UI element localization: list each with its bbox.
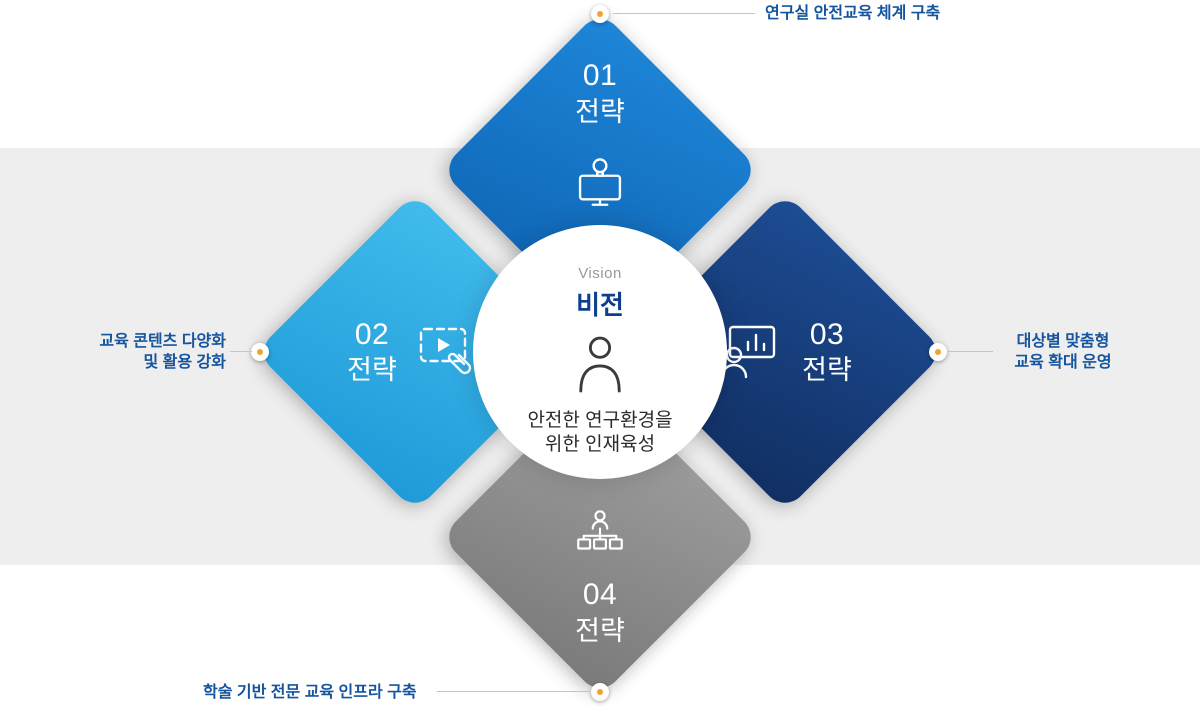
vision-description-line2: 위한 인재육성	[544, 433, 656, 455]
strategy-2-diamond: 02 전략	[255, 192, 575, 512]
strategy-4-callout: 학술 기반 전문 교육 인프라 구축	[203, 684, 417, 701]
strategy-1-content: 01 전략	[487, 57, 713, 283]
video-clip-icon	[417, 323, 483, 381]
strategy-4-diamond: 04 전략	[440, 377, 760, 697]
strategy-1-callout: 연구실 안전교육 체계 구축	[765, 5, 941, 22]
strategy-3-label: 전략	[802, 355, 852, 386]
strategy-4-label: 전략	[575, 615, 625, 646]
connector-line-bottom	[437, 691, 590, 692]
org-chart-person-icon	[571, 508, 629, 560]
strategy-2-content: 02 전략	[302, 239, 528, 465]
person-icon	[575, 335, 625, 400]
strategy-2-text: 02 전략	[347, 318, 397, 387]
strategy-2-callout-line2: 및 활용 강화	[143, 353, 227, 371]
strategy-2-callout-line1: 교육 콘텐츠 다양화	[99, 333, 226, 350]
connector-line-left	[230, 351, 252, 352]
strategy-3-number: 03	[809, 317, 845, 351]
strategy-1-number: 01	[582, 59, 618, 92]
strategy-1-diamond: 01 전략	[440, 10, 760, 330]
connector-line-top	[613, 13, 755, 14]
strategy-3-callout-line1: 대상별 맞춤형	[1016, 333, 1110, 350]
vision-label-en: Vision	[578, 265, 622, 282]
strategy-3-callout-line2: 교육 확대 운영	[1014, 353, 1112, 371]
strategy-1-label: 전략	[575, 96, 625, 127]
strategy-2-number: 02	[354, 317, 390, 351]
strategy-3-text: 03 전략	[802, 318, 852, 387]
strategy-3-content: 03 전략	[672, 239, 898, 465]
strategy-3-callout: 대상별 맞춤형 교육 확대 운영	[998, 332, 1128, 374]
person-chart-icon	[718, 323, 782, 381]
connector-line-right	[947, 351, 993, 352]
vision-label-ko: 비전	[576, 290, 624, 320]
connector-dot-right	[929, 343, 947, 361]
strategy-2-label: 전략	[347, 355, 397, 386]
vision-circle: Vision 비전 안전한 연구환경을 위한 인재육성	[473, 225, 727, 479]
vision-description: 안전한 연구환경을 위한 인재육성	[527, 409, 672, 457]
connector-dot-left	[251, 343, 269, 361]
strategy-3-diamond: 03 전략	[625, 192, 945, 512]
monitor-lightbulb-icon	[571, 154, 629, 212]
connector-dot-bottom	[591, 683, 609, 701]
strategy-4-content: 04 전략	[487, 424, 713, 650]
vision-description-line1: 안전한 연구환경을	[527, 410, 673, 431]
strategy-4-number: 04	[582, 578, 618, 611]
connector-dot-top	[591, 5, 609, 23]
strategy-2-callout: 교육 콘텐츠 다양화 및 활용 강화	[70, 332, 226, 374]
